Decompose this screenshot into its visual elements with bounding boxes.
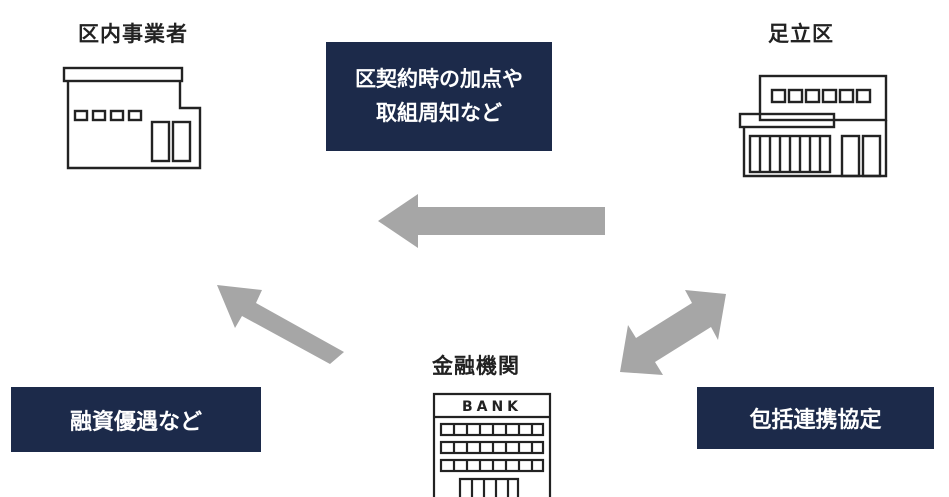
bank-to-business-box: 融資優遇など [11,387,261,452]
local-business-label: 区内事業者 [78,22,188,46]
ward-office-building-icon [738,74,888,178]
bank-ward-text: 包括連携協定 [749,408,882,433]
bank-to-business-text: 融資優遇など [69,409,202,435]
financial-institution-label: 金融機関 [432,354,520,378]
ward-to-business-line1: 区契約時の加点や [355,66,523,91]
adachi-ward-label: 足立区 [768,22,834,46]
ward-to-business-line2: 取組周知など [376,100,502,125]
bank-building-icon: BANK [432,392,552,497]
ward-to-business-box: 区契約時の加点や 取組周知など [326,42,552,151]
shop-building-icon [62,66,202,170]
bank-sign-text: BANK [462,399,522,415]
bank-ward-box: 包括連携協定 [697,387,934,449]
